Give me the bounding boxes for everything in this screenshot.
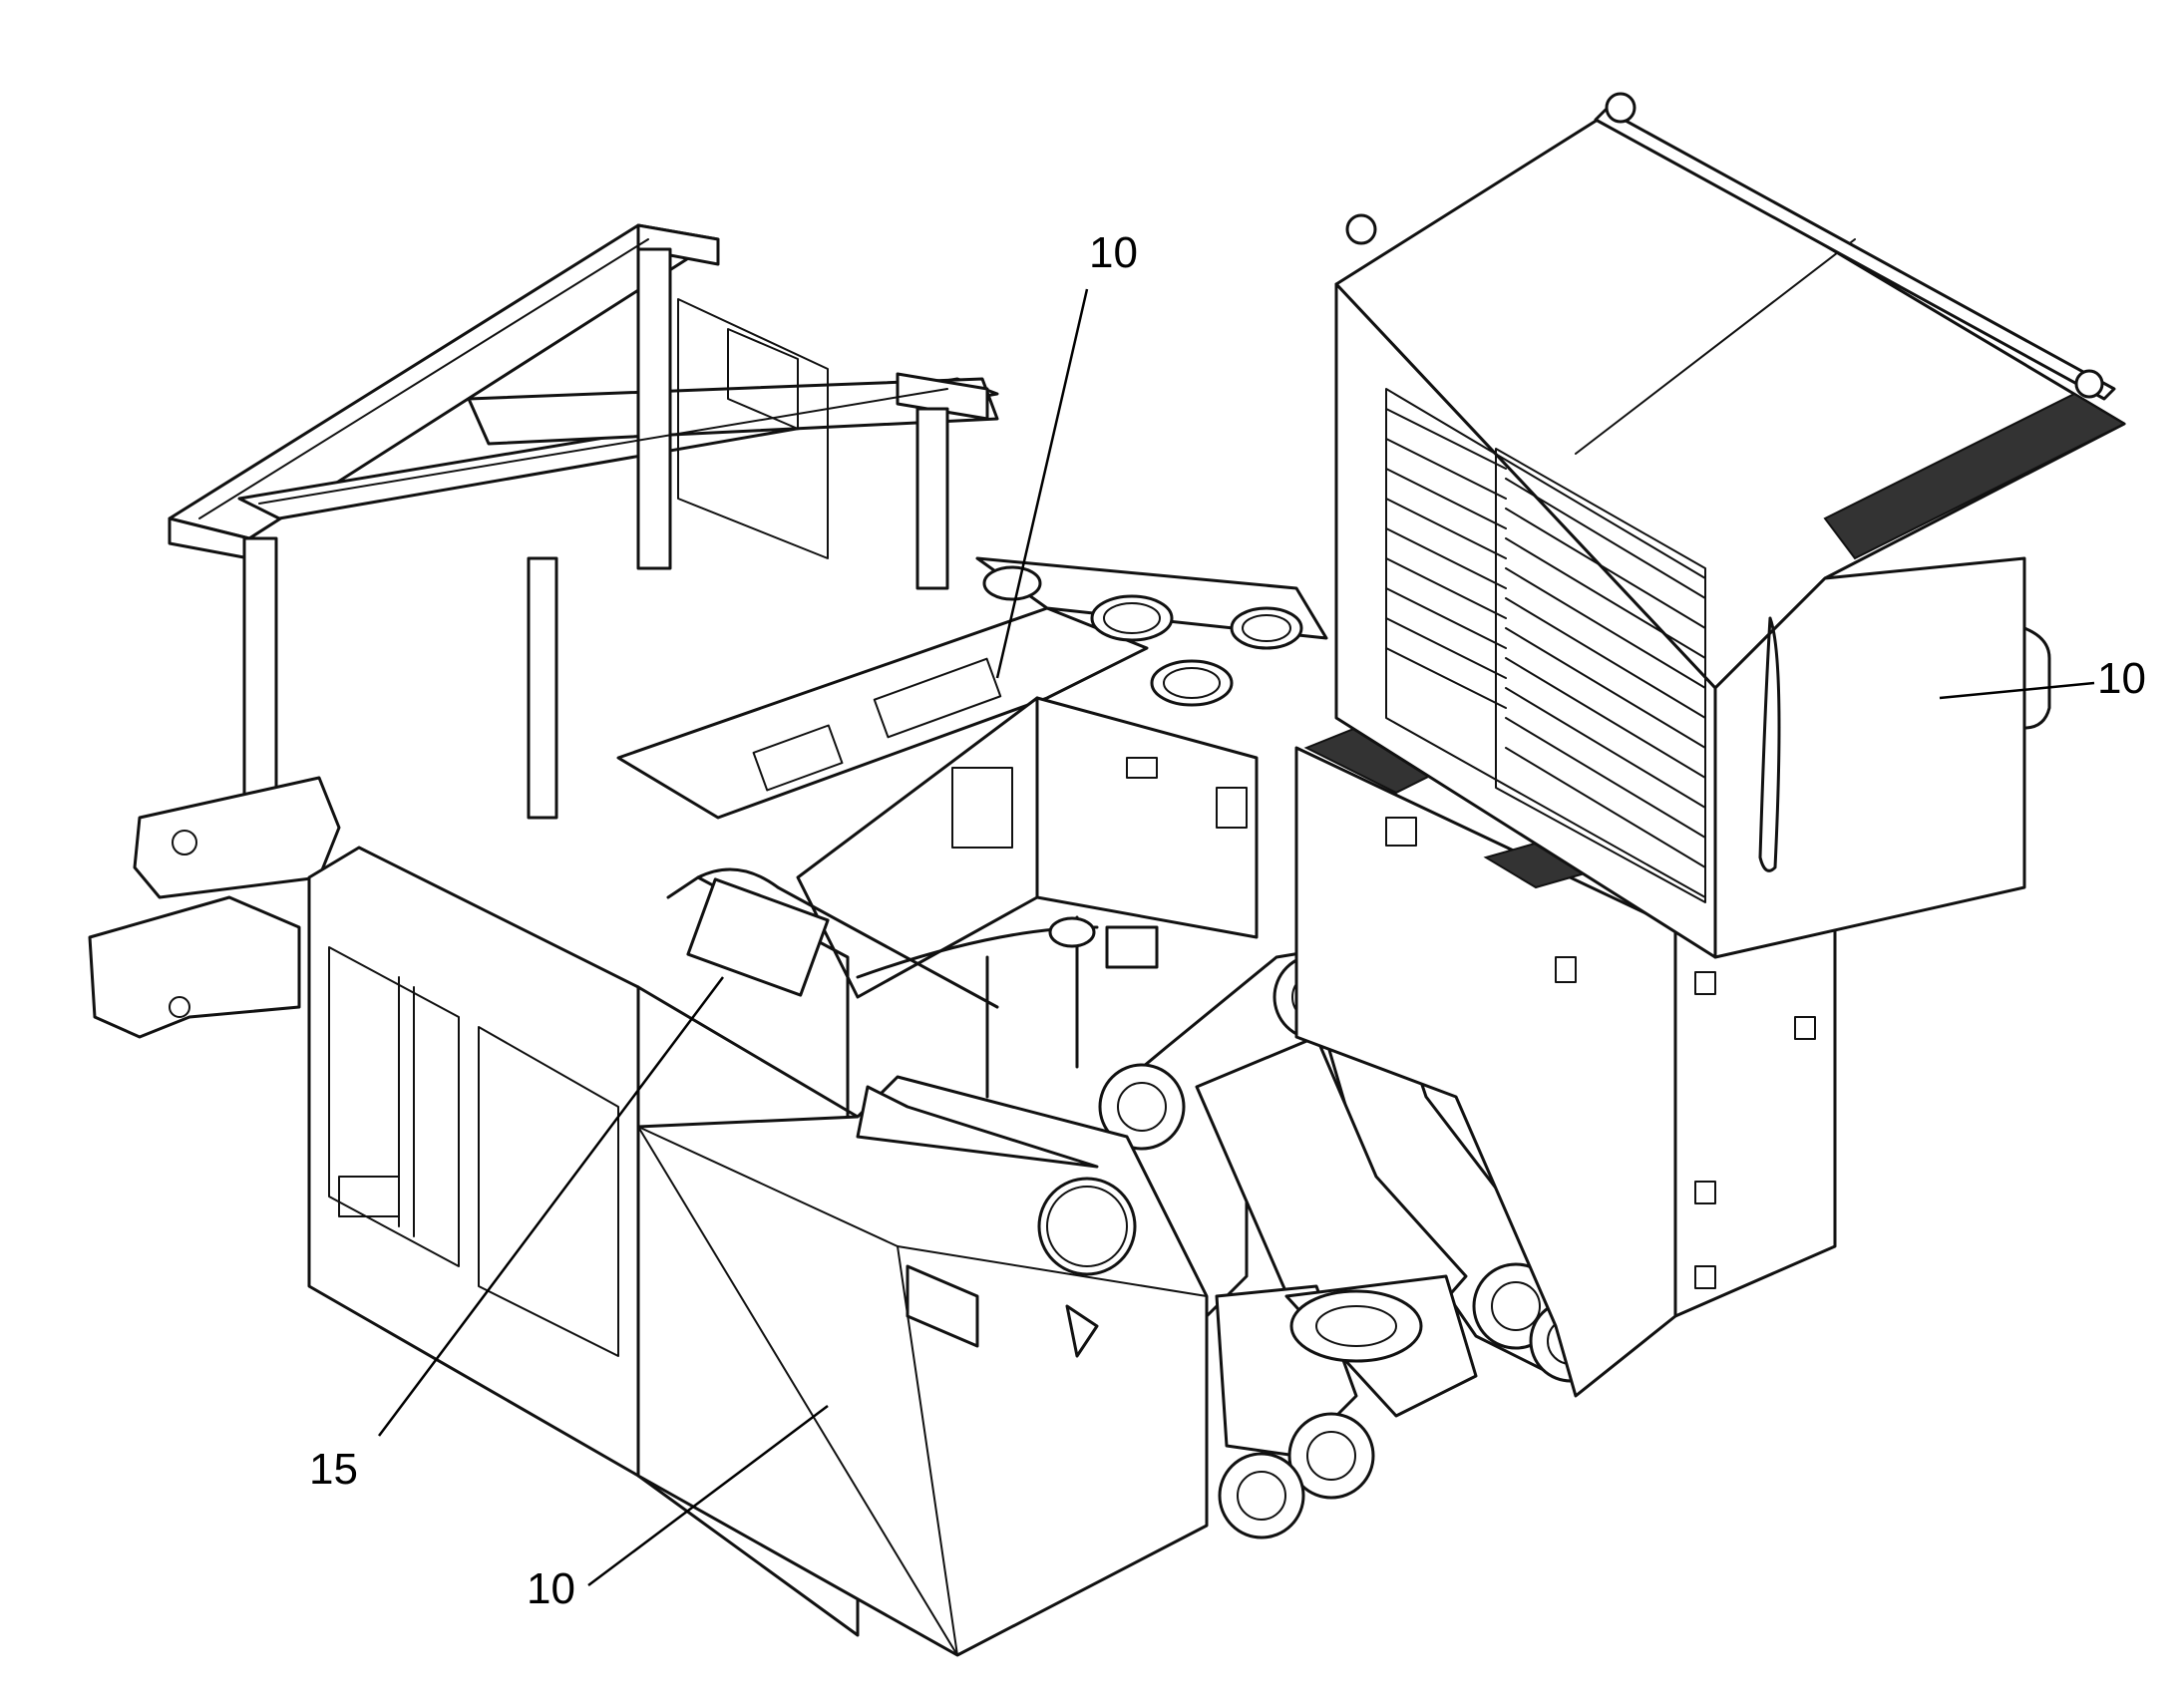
leader-line-15 xyxy=(378,976,724,1437)
leader-line-bottom xyxy=(587,1405,829,1586)
callout-10-right: 10 xyxy=(2097,654,2146,703)
callout-15: 15 xyxy=(309,1445,358,1494)
louvres xyxy=(1385,408,1706,868)
front-box xyxy=(636,1075,1209,1657)
leader-line-top xyxy=(995,288,1089,679)
center-compartment xyxy=(616,556,1328,1159)
leader-line-right xyxy=(1939,681,2095,700)
callout-leaders xyxy=(378,288,2095,1586)
callout-labels: 10 10 10 15 xyxy=(309,228,2146,1613)
callout-10-bottom: 10 xyxy=(527,1564,575,1613)
callout-10-top: 10 xyxy=(1089,228,1138,277)
engine-hood xyxy=(1294,92,2127,1398)
